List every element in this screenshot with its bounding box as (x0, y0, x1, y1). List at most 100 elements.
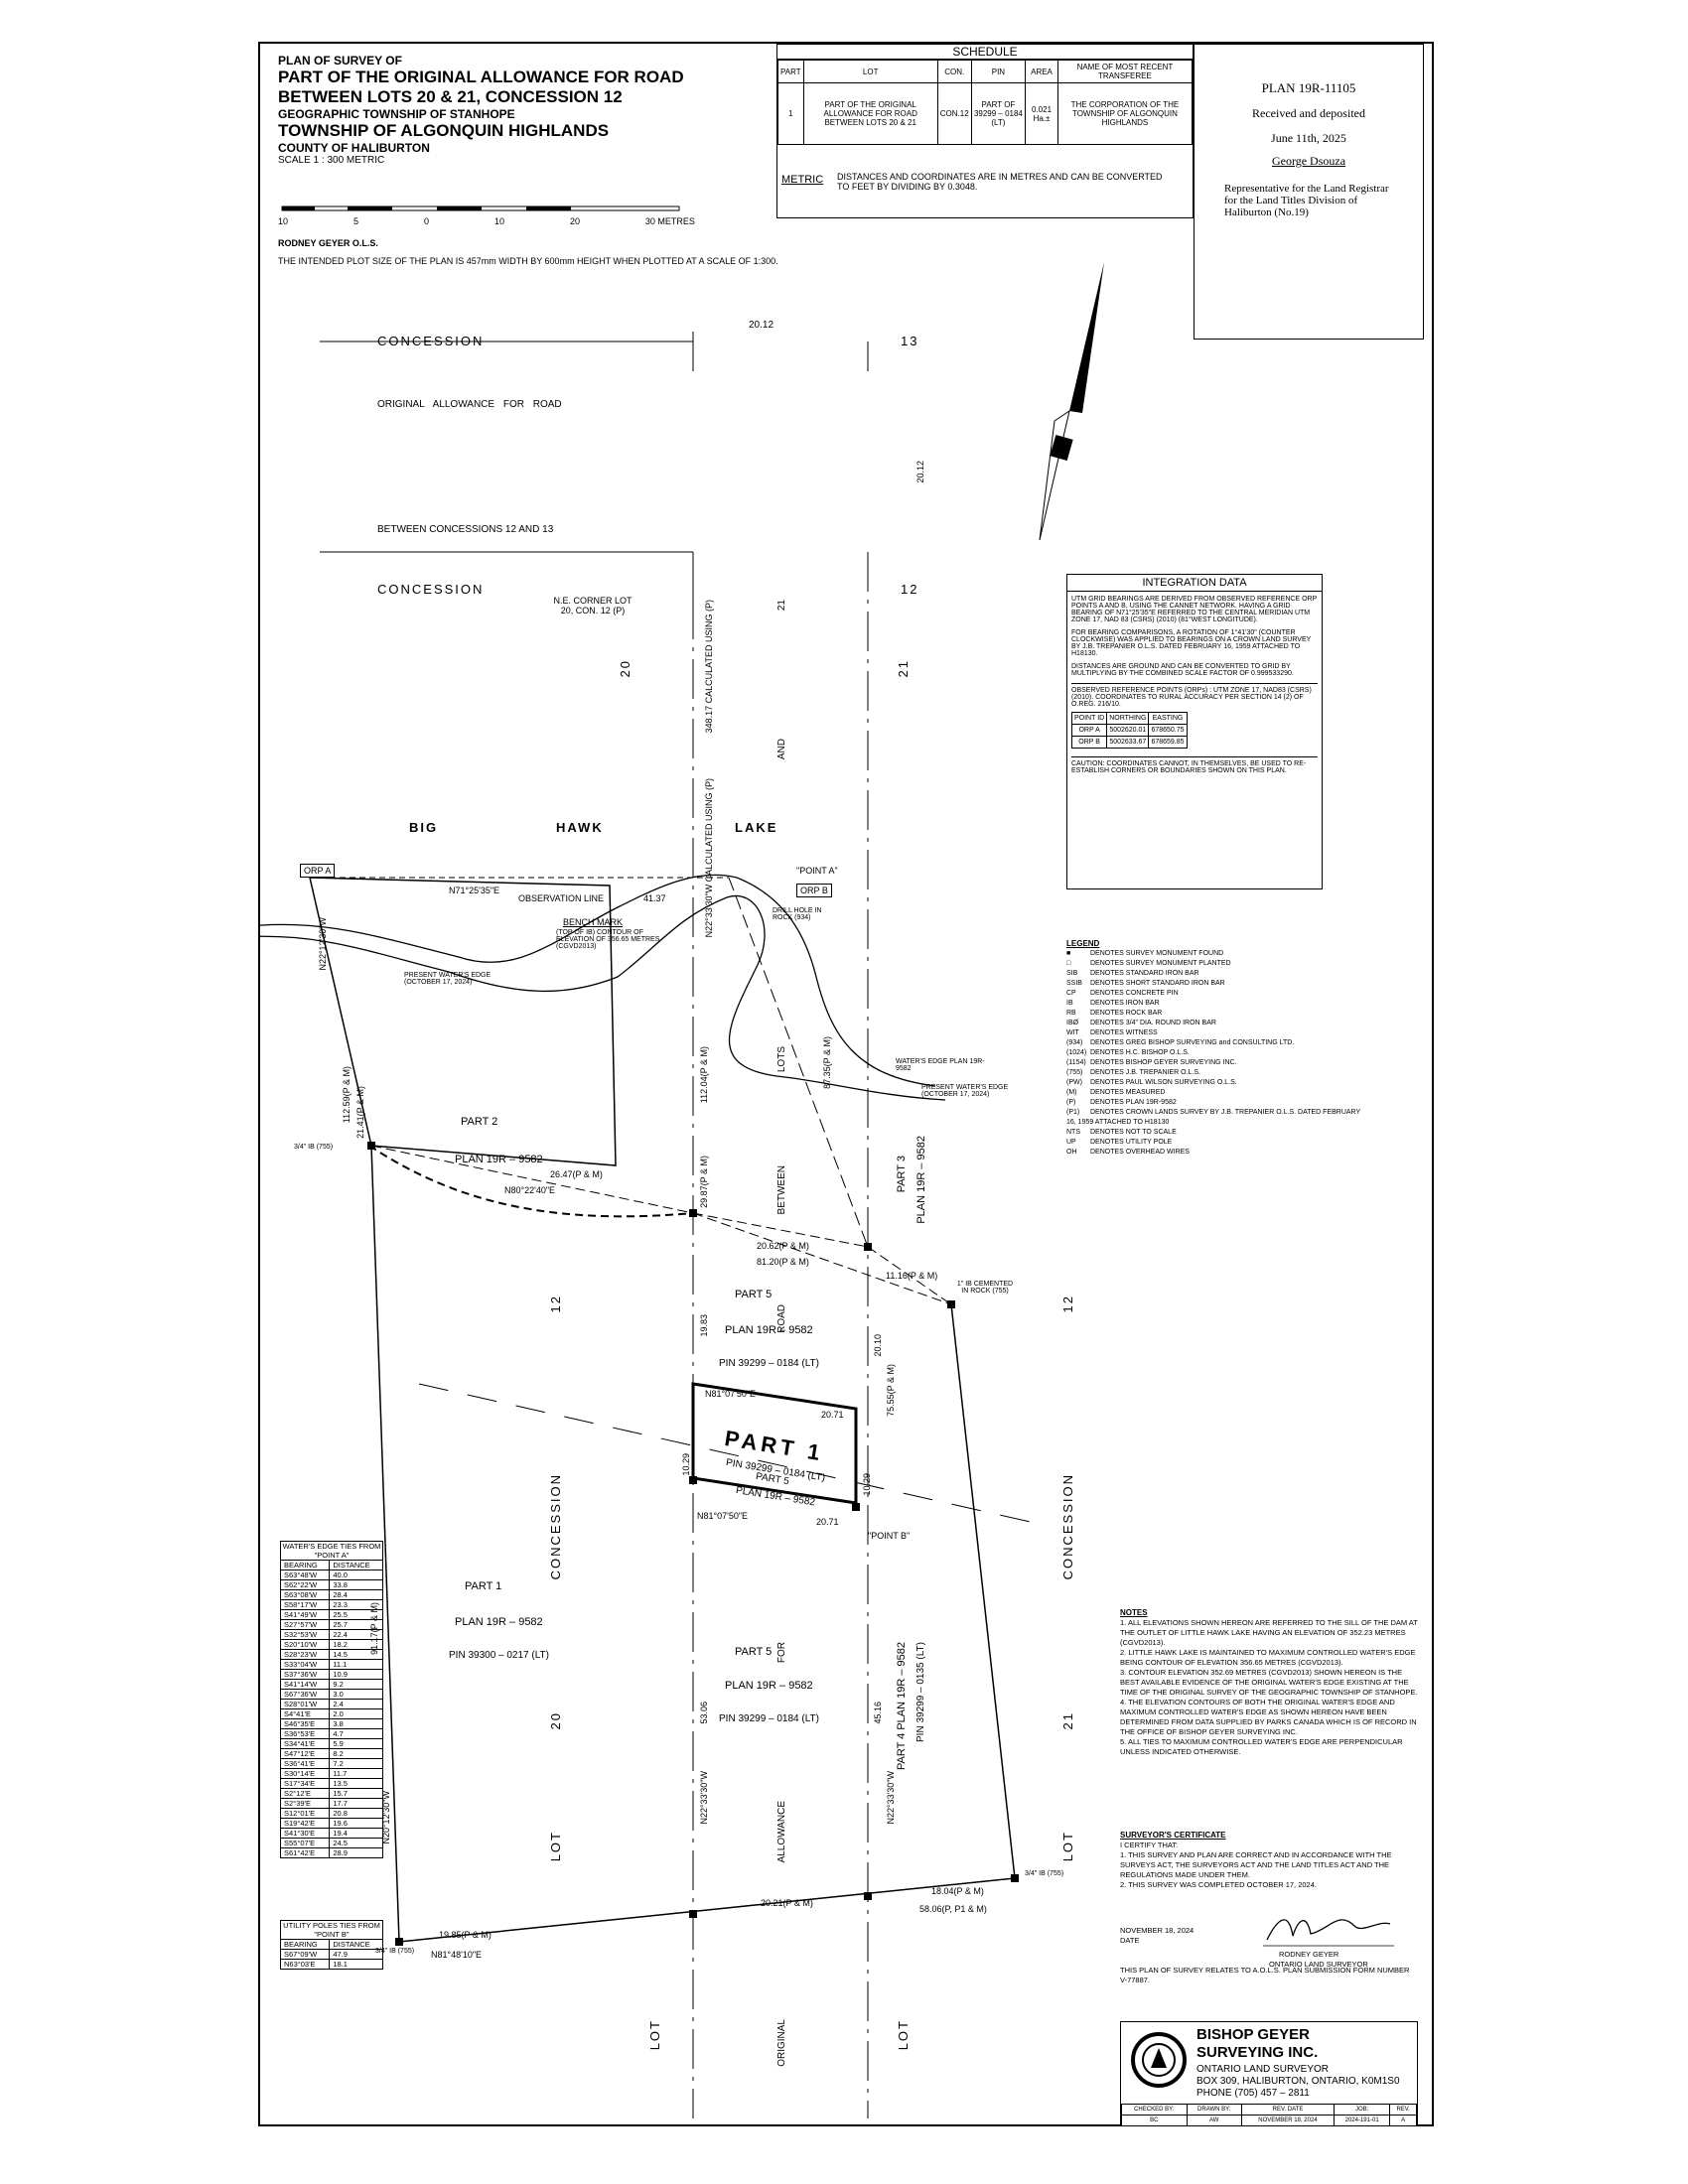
legend: LEGEND ■DENOTES SURVEY MONUMENT FOUND □D… (1066, 939, 1364, 1158)
vertical-dimension: 21.41(P & M) (355, 1086, 365, 1139)
pole-ties-table: BEARING DISTANCE S67°09'W 47.9 N63°03'E … (279, 1939, 383, 1970)
schedule-table: PART LOT CON. PIN AREA NAME OF MOST RECE… (777, 60, 1194, 145)
tie-line (867, 1246, 952, 1305)
vertical-dimension: N22°12'30"W (318, 917, 328, 971)
footer-header: REV. DATE (1241, 2104, 1335, 2116)
bottom-dist: 18.04(P & M) (931, 1886, 984, 1896)
survey-drawing (260, 262, 1104, 2118)
water-tie-distance: 13.5 (329, 1778, 383, 1789)
bottom-dist: 19.85(P & M) (439, 1930, 492, 1940)
water-tie-distance: 18.2 (329, 1639, 383, 1650)
water-tie-distance: 10.9 (329, 1669, 383, 1680)
footer-value: AW (1186, 2115, 1243, 2126)
dimension: 20.12 (915, 461, 925, 483)
water-tie-bearing: S41°49'W (279, 1609, 331, 1620)
schedule-cell: PART OF THE ORIGINAL ALLOWANCE FOR ROAD … (802, 82, 938, 145)
lot-label: LOT (548, 1831, 563, 1862)
received-text: Received and deposited (1252, 106, 1365, 120)
part-5b-pin: PIN 39299 – 0184 (LT) (719, 1713, 819, 1724)
monument-found (864, 1892, 872, 1900)
legend-item: SSIB DENOTES SHORT STANDARD IRON BAR (1066, 979, 1364, 989)
legend-text: DENOTES H.C. BISHOP O.L.S. (1090, 1049, 1190, 1056)
orp-cell: 678659.85 (1148, 736, 1188, 749)
water-ties-header: DISTANCE (329, 1560, 383, 1570)
title-line-4: GEOGRAPHIC TOWNSHIP OF STANHOPE (278, 107, 515, 121)
lake-word: LAKE (735, 820, 778, 835)
integration-box: INTEGRATION DATA UTM GRID BEARINGS ARE D… (1066, 574, 1323, 889)
lake-word: HAWK (556, 820, 604, 835)
title-line-5: TOWNSHIP OF ALGONQUIN HIGHLANDS (278, 121, 610, 140)
dimension: 20.12 (749, 320, 774, 331)
bottom-dist: 58.06(P, P1 & M) (919, 1904, 987, 1914)
orp-cell: 678650.75 (1148, 724, 1188, 737)
water-tie-bearing: S61°42'E (279, 1847, 331, 1858)
legend-code: SIB (1066, 970, 1078, 977)
water-tie-bearing: S28°01'W (279, 1699, 331, 1709)
road-text: LOTS (776, 1046, 787, 1073)
certificate-text: THIS SURVEY AND PLAN ARE CORRECT AND IN … (1120, 1850, 1392, 1879)
bottom-line (398, 1877, 1016, 1943)
part-2-plan: PLAN 19R – 9582 (455, 1154, 543, 1165)
water-tie-distance: 25.5 (329, 1609, 383, 1620)
lot-label: LOT (1060, 1831, 1075, 1862)
legend-text: DENOTES STANDARD IRON BAR (1090, 970, 1199, 977)
legend-code: (PW) (1066, 1079, 1082, 1086)
concession-number: 12 (901, 582, 919, 597)
footer-value: NOVEMBER 18, 2024 (1241, 2115, 1335, 2126)
certificate-intro: I CERTIFY THAT: (1120, 1841, 1179, 1849)
legend-text: DENOTES J.B. TREPANIER O.L.S. (1090, 1069, 1200, 1076)
certificate-date: NOVEMBER 18, 2024 (1120, 1926, 1195, 1935)
aols-text: THIS PLAN OF SURVEY RELATES TO A.O.L.S. … (1120, 1966, 1410, 1984)
scale-tick: 10 (278, 216, 289, 226)
company-name-1: BISHOP GEYER (1196, 2026, 1310, 2043)
water-tie-bearing: S17°34'E (279, 1778, 331, 1789)
monument-found (689, 1910, 697, 1918)
water-tie-bearing: S20°10'W (279, 1639, 331, 1650)
water-tie-distance: 8.2 (329, 1748, 383, 1759)
notes-title: NOTES (1120, 1608, 1148, 1617)
water-tie-bearing: S4°41'E (279, 1708, 331, 1719)
legend-text: DENOTES IRON BAR (1090, 1000, 1160, 1007)
legend-list: ■DENOTES SURVEY MONUMENT FOUND □DENOTES … (1066, 949, 1364, 1158)
plan-sheet: PLAN OF SURVEY OF PART OF THE ORIGINAL A… (258, 42, 1434, 2126)
water-tie-bearing: S19°42'E (279, 1818, 331, 1829)
water-tie-distance: 24.5 (329, 1838, 383, 1848)
schedule-title: SCHEDULE (777, 45, 1193, 60)
vertical-dimension: N22°33'30"W (699, 1771, 709, 1825)
legend-item: □DENOTES SURVEY MONUMENT PLANTED (1066, 959, 1364, 969)
legend-code: (P1) (1066, 1109, 1080, 1116)
part-2-label: PART 2 (461, 1116, 498, 1128)
legend-text: DENOTES NOT TO SCALE (1090, 1129, 1177, 1136)
legend-code: NTS (1066, 1129, 1080, 1136)
water-tie-distance: 2.4 (329, 1699, 383, 1709)
legend-code: SSIB (1066, 980, 1082, 987)
title-line-1: PLAN OF SURVEY OF (278, 54, 402, 68)
road-text: BETWEEN (776, 1165, 787, 1215)
tie-dist: 11.16(P & M) (886, 1271, 938, 1281)
monument-found (947, 1300, 955, 1308)
legend-item: (PW)DENOTES PAUL WILSON SURVEYING O.L.S. (1066, 1078, 1364, 1088)
legend-text: DENOTES SHORT STANDARD IRON BAR (1090, 980, 1225, 987)
orp-cell: ORP A (1070, 724, 1108, 737)
bottom-bearing: N81°48'10"E (431, 1950, 483, 1960)
pole-ties-header: DISTANCE (329, 1939, 383, 1950)
tie-line (370, 1145, 694, 1214)
boundary (309, 877, 617, 1166)
lake-word: BIG (409, 820, 439, 835)
road-label: BETWEEN CONCESSIONS 12 AND 13 (377, 524, 554, 535)
schedule-header: NAME OF MOST RECENT TRANSFEREE (1056, 60, 1194, 83)
water-tie-bearing: S28°23'W (279, 1649, 331, 1660)
vertical-dimension: 19.83 (699, 1314, 709, 1337)
concession-label: CONCESSION (1060, 1473, 1075, 1580)
ne-corner-label: N.E. CORNER LOT 20, CON. 12 (P) (553, 596, 633, 615)
water-tie-distance: 2.0 (329, 1708, 383, 1719)
certificate-title: SURVEYOR'S CERTIFICATE (1120, 1831, 1226, 1840)
